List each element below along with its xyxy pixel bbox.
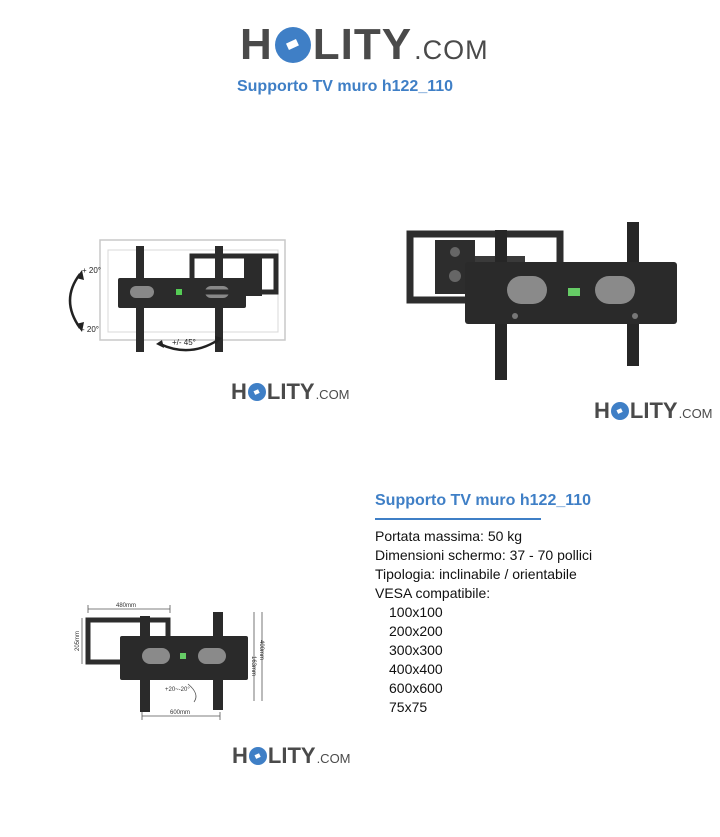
logo-tld: .COM <box>316 751 351 766</box>
product-image-bracket <box>405 218 680 386</box>
page-title: Supporto TV muro h122_110 <box>236 78 454 95</box>
logo-o-icon <box>610 402 629 420</box>
tilt-up-label: + 20° <box>82 266 101 275</box>
logo-text-start: H <box>240 20 273 69</box>
specs-list: Portata massima: 50 kg Dimensioni scherm… <box>375 527 592 717</box>
spec-vesa-item: 200x200 <box>389 623 443 639</box>
logo-text-end: LITY <box>267 743 316 768</box>
spec-vesa-item: 100x100 <box>389 604 443 620</box>
product-image-angles: + 20° - 20° +/- 45° <box>60 236 290 366</box>
spec-type: Tipologia: inclinabile / orientabile <box>375 566 577 582</box>
logo-text-start: H <box>231 379 247 404</box>
dim-height-outer: 400mm <box>258 640 264 660</box>
logo-o-icon <box>274 27 311 63</box>
logo-text-start: H <box>594 398 610 423</box>
spec-vesa-item: 600x600 <box>389 680 443 696</box>
dim-height-left: 205mm <box>75 631 81 651</box>
logo-text-end: LITY <box>266 379 315 404</box>
holity-logo-image-1: H LITY.COM <box>231 379 350 405</box>
logo-text-end: LITY <box>629 398 678 423</box>
logo-tld: .COM <box>678 406 713 421</box>
holity-logo-image-3: H LITY.COM <box>232 743 351 769</box>
swivel-label: +/- 45° <box>172 338 196 347</box>
specs-divider <box>375 518 541 520</box>
spec-max-load: Portata massima: 50 kg <box>375 528 523 544</box>
logo-o-icon <box>247 383 266 401</box>
tilt-down-label: - 20° <box>82 325 99 334</box>
product-image-dimensions: 480mm 205mm 163mm 400mm +20~-20° 600mm <box>70 598 275 723</box>
spec-screen-size: Dimensioni schermo: 37 - 70 pollici <box>375 547 593 563</box>
logo-text-start: H <box>232 743 248 768</box>
spec-vesa-item: 75x75 <box>389 699 428 715</box>
logo-text-end: LITY <box>312 20 413 69</box>
specs-heading: Supporto TV muro h122_110 <box>375 492 592 509</box>
holity-logo[interactable]: H LITY.COM <box>240 20 489 70</box>
logo-o-icon <box>248 747 267 765</box>
dim-width-bottom: 600mm <box>170 710 190 716</box>
dim-tilt: +20~-20° <box>165 687 190 693</box>
dim-width-top: 480mm <box>116 603 136 609</box>
spec-vesa-item: 400x400 <box>389 661 443 677</box>
spec-vesa-item: 300x300 <box>389 642 443 658</box>
logo-tld: .COM <box>414 35 489 65</box>
dim-height-inner: 163mm <box>250 656 256 676</box>
logo-tld: .COM <box>315 387 350 402</box>
holity-logo-image-2: H LITY.COM <box>594 398 713 424</box>
spec-vesa-label: VESA compatibile: <box>375 585 491 601</box>
